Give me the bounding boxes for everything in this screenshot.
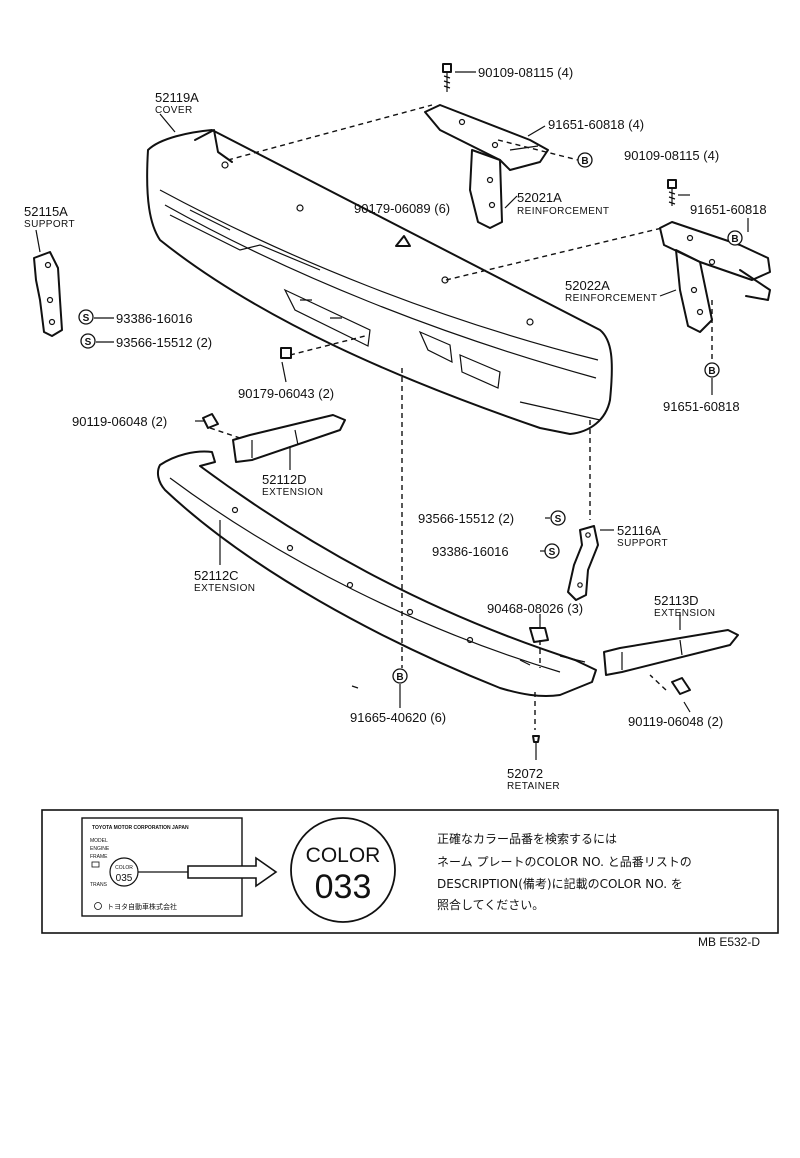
part-caption-extension-c: EXTENSION	[194, 583, 255, 594]
color-code-circle: COLOR 033	[290, 817, 396, 923]
svg-text:COLOR: COLOR	[115, 865, 133, 871]
svg-text:B: B	[581, 156, 588, 167]
fastener-label: 90109-08115 (4)	[478, 65, 573, 80]
svg-text:MODEL: MODEL	[90, 838, 108, 844]
svg-text:B: B	[731, 234, 738, 245]
fastener-label: 90179-06089 (6)	[354, 201, 450, 216]
svg-text:TRANS: TRANS	[90, 882, 108, 888]
extension-52112c-drawing	[156, 450, 597, 698]
support-52116a-drawing	[567, 525, 599, 601]
svg-text:トヨタ自動車株式会社: トヨタ自動車株式会社	[107, 902, 177, 911]
svg-text:033: 033	[315, 868, 372, 906]
extension-52112d-drawing	[232, 414, 346, 463]
part-number-reinforcement-a: 52021A	[517, 190, 562, 205]
svg-text:COLOR: COLOR	[306, 844, 381, 867]
part-caption-extension-d-left: EXTENSION	[262, 487, 323, 498]
part-number-support-left: 52115A	[24, 204, 68, 219]
fastener-label: 91651-60818	[690, 202, 767, 217]
fastener-label: 90468-08026 (3)	[487, 601, 583, 616]
fastener-label: 90179-06043 (2)	[238, 386, 334, 401]
fastener-label: 91665-40620 (6)	[350, 710, 446, 725]
part-caption-retainer: RETAINER	[507, 781, 560, 792]
fastener-label: 90119-06048 (2)	[628, 714, 723, 729]
svg-text:FRAME: FRAME	[90, 854, 108, 860]
part-number-cover: 52119A	[155, 90, 199, 105]
part-caption-extension-d-right: EXTENSION	[654, 608, 715, 619]
svg-text:正確なカラー品番を検索するには: 正確なカラー品番を検索するには	[437, 831, 617, 846]
arrow-icon	[187, 856, 278, 888]
part-number-extension-d-right: 52113D	[654, 593, 699, 608]
svg-text:DESCRIPTION(備考)に記載のCOLOR NO. を: DESCRIPTION(備考)に記載のCOLOR NO. を	[437, 876, 683, 891]
part-caption-reinforcement-a: REINFORCEMENT	[517, 206, 609, 217]
bumper-cover-drawing	[146, 129, 613, 435]
support-52115a-drawing	[33, 251, 63, 337]
washer-b-symbol	[704, 362, 720, 378]
reinforcement-52022a-drawing	[659, 221, 771, 333]
screw-s-symbol	[78, 309, 94, 325]
svg-text:035: 035	[116, 873, 133, 884]
extension-52113d-drawing	[603, 629, 739, 676]
svg-text:ENGINE: ENGINE	[90, 846, 110, 852]
part-caption-support-left: SUPPORT	[24, 219, 75, 230]
fastener-label: 93566-15512 (2)	[116, 335, 212, 350]
part-number-support-right: 52116A	[617, 523, 661, 538]
fastener-symbols: B B B S S S S B	[78, 152, 743, 684]
screw-s-symbol	[80, 333, 96, 349]
part-labels: 52119A COVER 52115A SUPPORT 52021A REINF…	[24, 90, 715, 792]
svg-text:S: S	[555, 514, 562, 525]
part-number-retainer: 52072	[507, 766, 543, 781]
washer-b-symbol	[392, 668, 408, 684]
color-lookup-note: 正確なカラー品番を検索するには ネーム プレートのCOLOR NO. と品番リス…	[437, 831, 692, 912]
fastener-label: 93566-15512 (2)	[418, 511, 514, 526]
part-caption-cover: COVER	[155, 105, 193, 116]
washer-b-symbol	[577, 152, 593, 168]
fastener-label: 93386-16016	[116, 311, 193, 326]
part-number-extension-d-left: 52112D	[262, 472, 307, 487]
part-number-extension-c: 52112C	[194, 568, 239, 583]
color-reference-box: TOYOTA MOTOR CORPORATION JAPAN MODEL ENG…	[41, 809, 779, 934]
leader-lines	[35, 71, 749, 713]
fastener-label: 90109-08115 (4)	[624, 148, 719, 163]
svg-text:B: B	[396, 672, 403, 683]
svg-text:B: B	[708, 366, 715, 377]
assembly-guide-lines	[209, 104, 713, 730]
fastener-labels: 90109-08115 (4) 91651-60818 (4) 90109-08…	[72, 65, 767, 729]
fastener-label: 91651-60818	[663, 399, 740, 414]
svg-text:S: S	[549, 547, 556, 558]
hardware-drawings	[202, 63, 691, 760]
svg-text:TOYOTA MOTOR CORPORATION JAPAN: TOYOTA MOTOR CORPORATION JAPAN	[92, 825, 189, 831]
part-caption-support-right: SUPPORT	[617, 538, 668, 549]
part-caption-reinforcement-b: REINFORCEMENT	[565, 293, 657, 304]
screw-s-symbol	[550, 510, 566, 526]
svg-text:ネーム プレートのCOLOR NO. と品番リストの: ネーム プレートのCOLOR NO. と品番リストの	[437, 855, 692, 869]
fastener-label: 90119-06048 (2)	[72, 414, 167, 429]
reinforcement-52021a-drawing	[424, 104, 549, 229]
svg-text:S: S	[85, 337, 92, 348]
fastener-label: 91651-60818 (4)	[548, 117, 644, 132]
svg-text:S: S	[83, 313, 90, 324]
washer-b-symbol	[727, 230, 743, 246]
fastener-label: 93386-16016	[432, 544, 509, 559]
part-number-reinforcement-b: 52022A	[565, 278, 610, 293]
svg-text:照合してください。: 照合してください。	[437, 897, 544, 912]
figure-code: MB E532-D	[698, 935, 760, 949]
